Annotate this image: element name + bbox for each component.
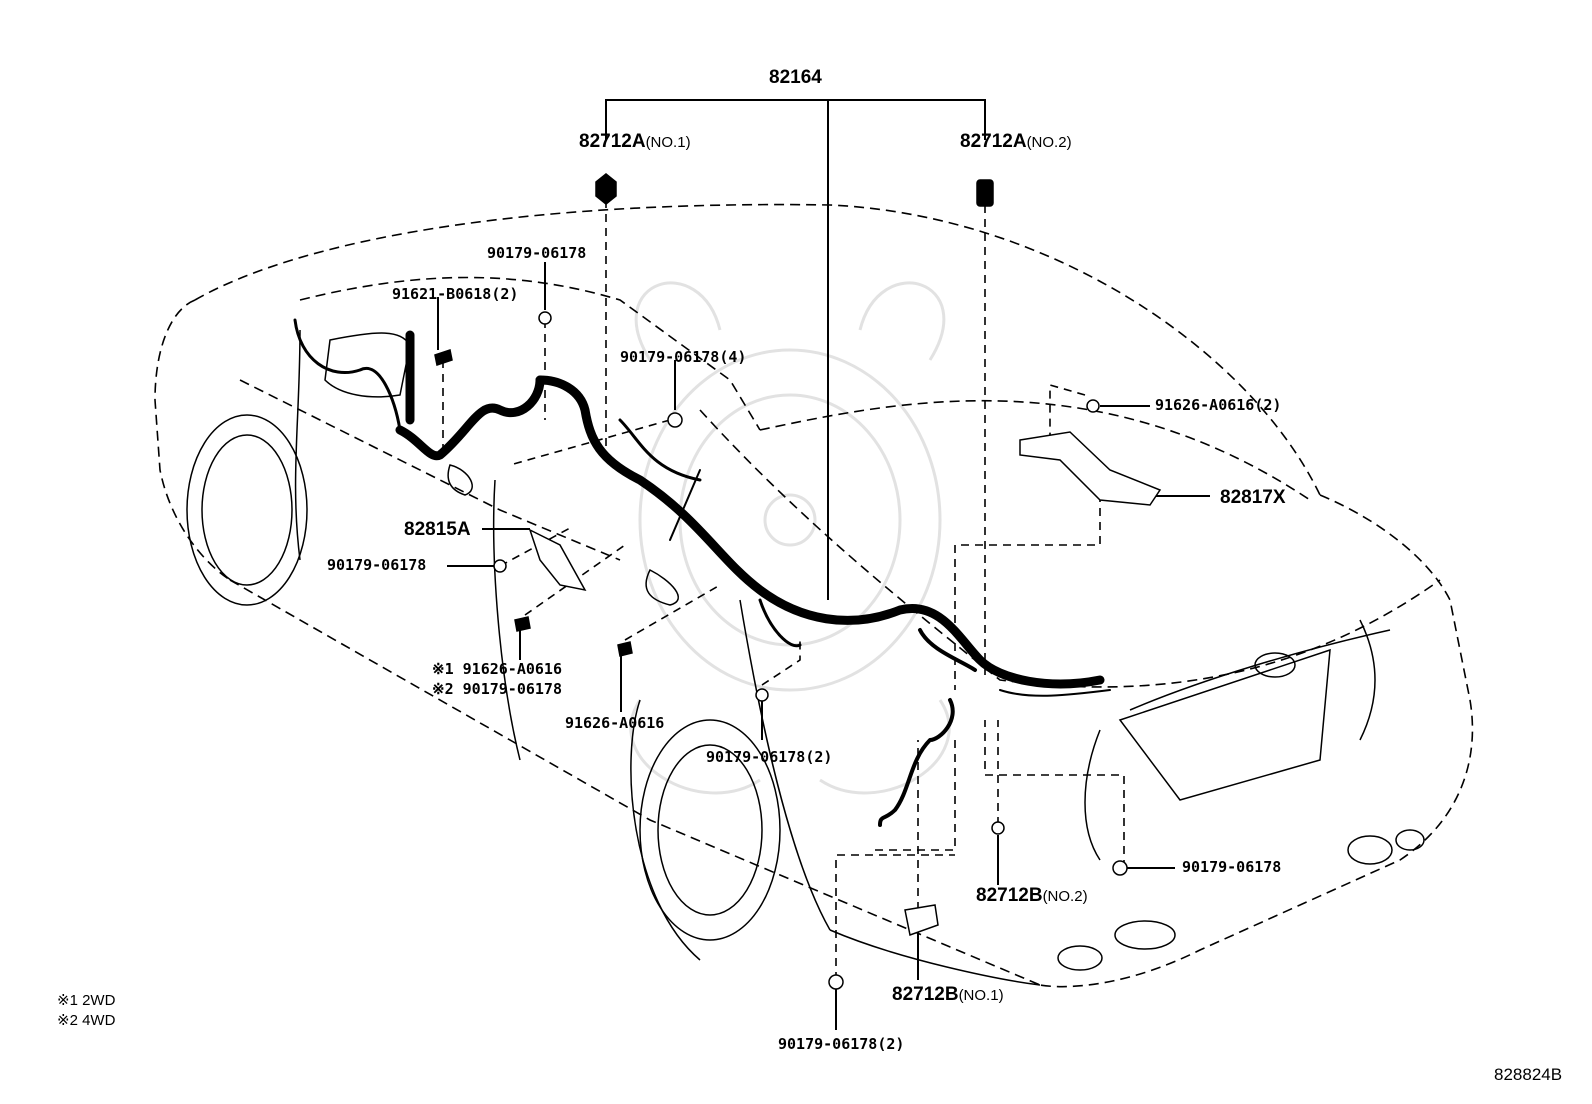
dashed-guides [443,200,1124,980]
callout-82815a: 82815A [404,519,471,540]
wiring-harness [295,320,1110,825]
callout-82712b-no2: 82712B(NO.2) [976,886,1088,905]
callout-82164: 82164 [769,67,822,88]
callout-91626-a0616-lower: 91626-A0616 [565,714,665,732]
legend-note-1: ※1 2WD [57,992,116,1009]
leader-lines [438,100,1210,1030]
car-body-outline [155,205,1472,987]
callout-91626-a0616-x2: 91626-A0616(2) [1155,396,1282,414]
callout-91621-b0618: 91621-B0618(2) [392,285,519,303]
callout-note2-nut: ※2 90179-06178 [432,680,562,698]
callout-82817x: 82817X [1220,487,1286,508]
legend-note-2: ※2 4WD [57,1012,116,1029]
callout-82712b-no1: 82712B(NO.1) [892,985,1004,1004]
diagram-reference-number: 828824B [1494,1065,1563,1084]
part-number: 82712A [579,131,646,152]
callout-82712a-no1: 82712A(NO.1) [579,132,691,151]
part-number: 82712B [976,885,1043,906]
part-suffix: (NO.2) [1042,888,1088,905]
part-suffix: (NO.1) [958,987,1004,1004]
callout-90179-06178-x2-center: 90179-06178(2) [706,748,833,766]
fastener-parts [435,174,1160,989]
part-number: 82712B [892,984,959,1005]
part-suffix: (NO.1) [645,134,691,151]
callout-82712a-no2: 82712A(NO.2) [960,132,1072,151]
callout-90179-06178-left: 90179-06178 [327,556,427,574]
callout-90179-06178-right: 90179-06178 [1182,858,1282,876]
callout-90179-06178-top: 90179-06178 [487,244,587,262]
car-features [187,330,1424,985]
callout-90179-06178-x4: 90179-06178(4) [620,348,747,366]
part-suffix: (NO.2) [1026,134,1072,151]
callout-note1-bolt: ※1 91626-A0616 [432,660,562,678]
part-number: 82712A [960,131,1027,152]
callout-90179-06178-x2-bottom: 90179-06178(2) [778,1035,905,1053]
